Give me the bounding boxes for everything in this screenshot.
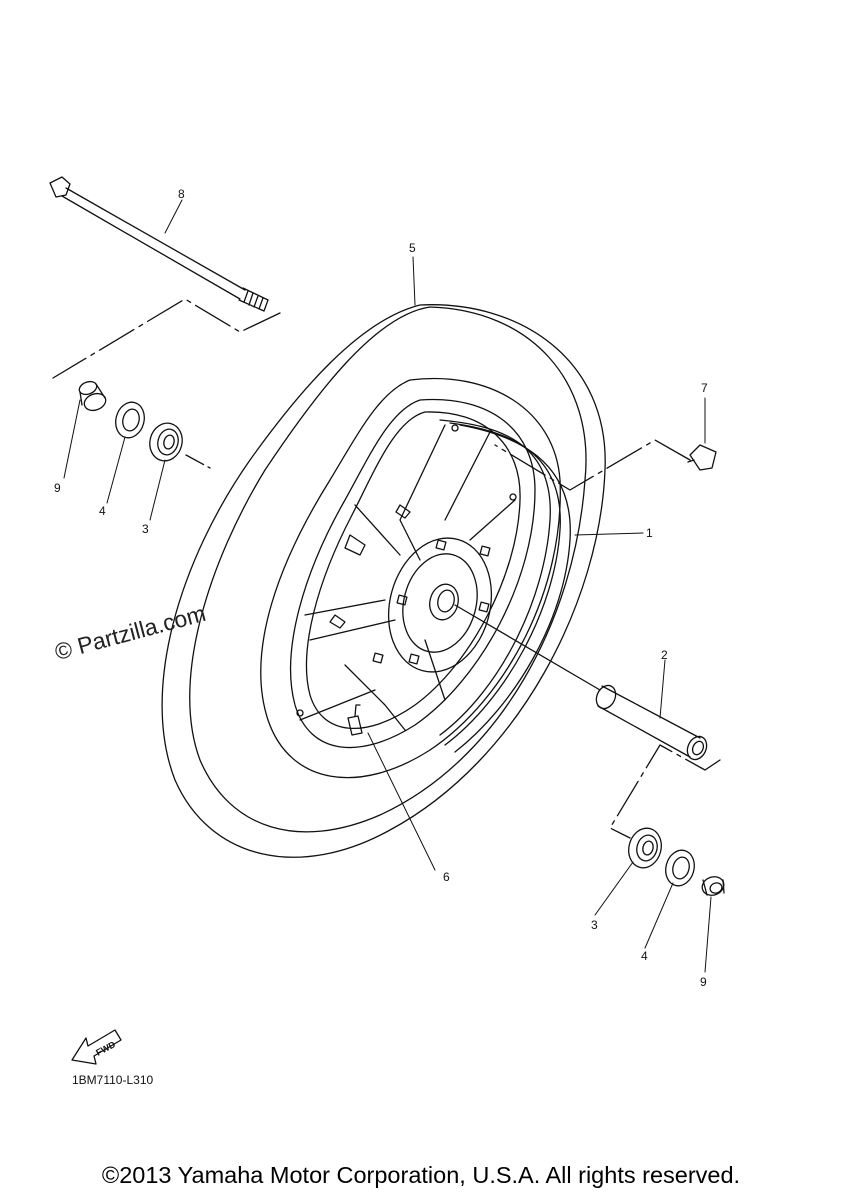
left-assembly-line-to-tire [185, 454, 211, 469]
right-assembly-line [454, 604, 601, 691]
valve-part [347, 704, 363, 736]
diagram-code: 1BM7110-L310 [72, 1073, 154, 1087]
wheel-spokes [299, 424, 516, 731]
left-collar-part [78, 380, 107, 412]
right-assembly-line-dash [609, 744, 721, 839]
callout-leaders [63, 199, 712, 973]
callout-3-right: 3 [591, 918, 598, 932]
left-bearing-part [149, 422, 183, 462]
right-seal-part [665, 849, 695, 887]
tire-part [161, 304, 606, 858]
callout-9-right: 9 [700, 975, 707, 989]
collar-part [595, 684, 708, 761]
right-bearing-part [628, 827, 662, 869]
balance-weight-part [687, 444, 717, 471]
copyright-notice: ©2013 Yamaha Motor Corporation, U.S.A. A… [101, 1162, 741, 1188]
callout-6: 6 [443, 870, 450, 884]
callout-3-left: 3 [142, 522, 149, 536]
callout-5: 5 [409, 241, 416, 255]
callout-2: 2 [661, 648, 668, 662]
left-seal-part [115, 401, 145, 439]
callout-9-left: 9 [54, 481, 61, 495]
hub-part [296, 424, 517, 717]
rim-part [289, 398, 571, 753]
callout-4-right: 4 [641, 949, 648, 963]
callout-4-left: 4 [99, 504, 106, 518]
clip-assembly-line [494, 439, 691, 491]
callout-8: 8 [178, 187, 185, 201]
axle-part [49, 176, 269, 312]
right-collar-part [701, 876, 725, 896]
callout-7: 7 [701, 381, 708, 395]
left-assembly-line [52, 298, 281, 379]
callout-1: 1 [646, 526, 653, 540]
fwd-arrow-icon [71, 1029, 122, 1065]
